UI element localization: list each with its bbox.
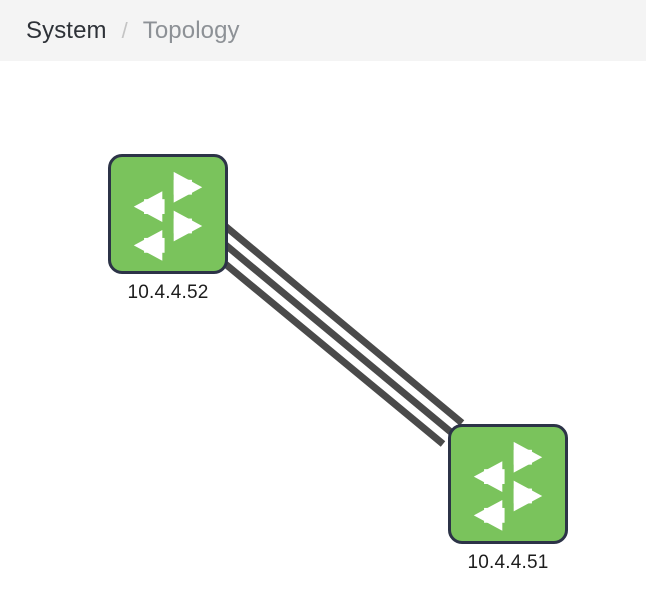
breadcrumb-item-system[interactable]: System	[26, 16, 107, 44]
topology-links-layer	[203, 223, 465, 447]
switch-icon	[133, 171, 203, 261]
node-label: 10.4.4.52	[127, 282, 209, 303]
node-label: 10.4.4.51	[467, 552, 549, 573]
topology-link[interactable]	[213, 234, 455, 436]
topology-link[interactable]	[222, 223, 465, 426]
node-body[interactable]	[448, 424, 568, 544]
node-body[interactable]	[108, 154, 228, 274]
topology-node[interactable]: 10.4.4.52	[108, 154, 228, 303]
page-header: System / Topology	[0, 0, 646, 61]
breadcrumb: System / Topology	[26, 17, 240, 45]
breadcrumb-separator: /	[121, 17, 128, 43]
link-group	[203, 223, 465, 447]
topology-link[interactable]	[203, 245, 446, 447]
topology-canvas[interactable]: 10.4.4.52 10.4.4.51	[0, 61, 646, 614]
topology-node[interactable]: 10.4.4.51	[448, 424, 568, 573]
breadcrumb-item-topology: Topology	[142, 16, 240, 44]
switch-icon	[473, 441, 543, 531]
